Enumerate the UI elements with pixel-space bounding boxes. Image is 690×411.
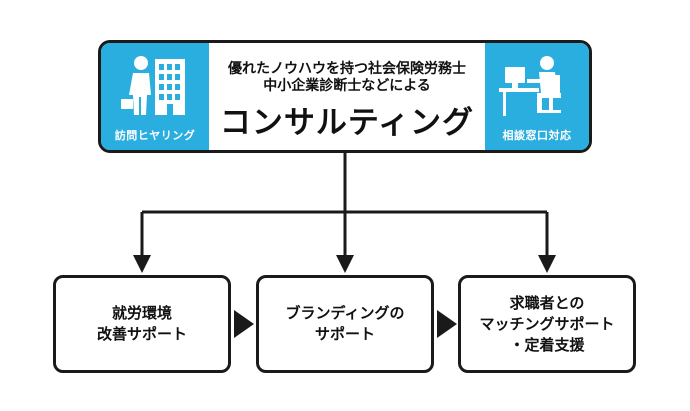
work-environment-support-box: 就労環境 改善サポート <box>53 275 231 373</box>
visit-hearing-label: 訪問ヒヤリング <box>114 129 196 142</box>
consulting-box: 訪問ヒヤリング 優れたノウハウを持つ社会保険労務士 中小企業診断士などによる コ… <box>98 40 592 153</box>
subtitle-line-1: 優れたノウハウを持つ社会保険労務士 <box>228 61 466 77</box>
arrow-down-center <box>336 255 354 273</box>
arrow-right-1 <box>234 310 254 338</box>
branding-support-label: ブランディングの サポート <box>285 304 405 343</box>
job-matching-support-box: 求職者との マッチングサポート ・定着支援 <box>458 275 636 373</box>
arrow-right-2 <box>437 310 457 338</box>
consultant-description: 優れたノウハウを持つ社会保険労務士 中小企業診断士などによる <box>209 61 485 95</box>
arrow-down-left <box>133 255 151 273</box>
consultation-desk-panel: 相談窓口対応 <box>485 43 589 150</box>
visit-hearing-panel: 訪問ヒヤリング <box>101 43 209 150</box>
consulting-title: コンサルティング <box>219 105 475 141</box>
businessman-building-icon <box>121 56 185 115</box>
subtitle-line-2: 中小企業診断士などによる <box>263 78 431 94</box>
consultation-desk-label: 相談窓口対応 <box>502 129 572 142</box>
branding-support-box: ブランディングの サポート <box>256 275 434 373</box>
work-environment-support-label: 就労環境 改善サポート <box>96 304 187 343</box>
arrow-down-right <box>538 255 556 273</box>
desk-computer-icon <box>499 56 561 116</box>
job-matching-support-label: 求職者との マッチングサポート ・定着支援 <box>479 293 615 354</box>
